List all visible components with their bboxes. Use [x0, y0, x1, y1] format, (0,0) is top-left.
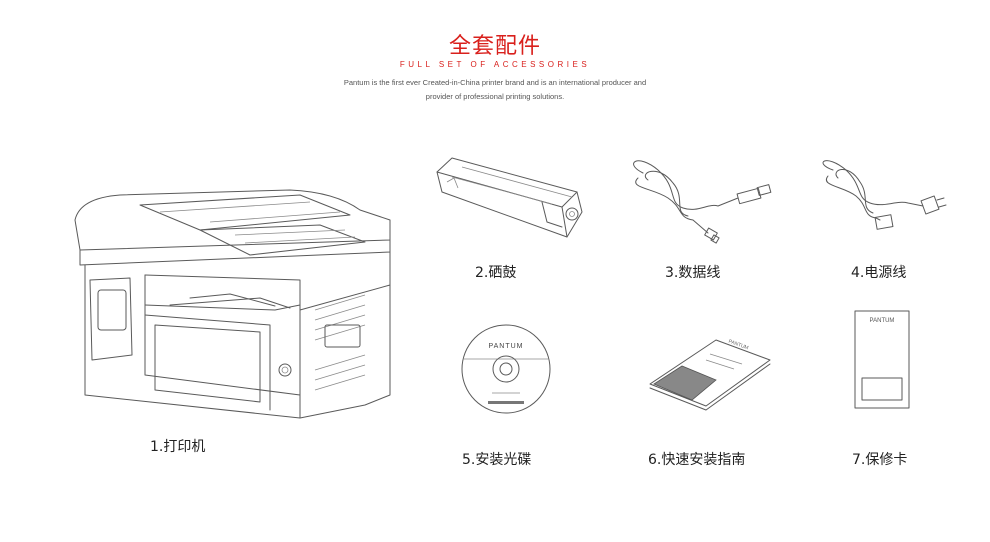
description-line-1: Pantum is the first ever Created-in-Chin…: [343, 78, 647, 87]
item-label-warranty-card: 7.保修卡: [852, 452, 908, 468]
item-label-toner: 2.硒鼓: [475, 265, 517, 281]
power-cord-icon: [818, 158, 948, 238]
page-description: Pantum is the first ever Created-in-Chin…: [0, 76, 990, 104]
cd-brand-text: PANTUM: [488, 343, 524, 350]
toner-cartridge-icon: [432, 152, 592, 247]
item-label-printer: 1.打印机: [150, 439, 206, 455]
quick-guide-icon: PANTUM: [646, 332, 774, 412]
usb-cable-icon: [628, 158, 778, 248]
item-label-cd: 5.安装光碟: [462, 452, 532, 468]
description-line-2: provider of professional printing soluti…: [425, 92, 565, 101]
card-brand-text: PANTUM: [869, 318, 895, 324]
item-label-usb-cable: 3.数据线: [665, 265, 721, 281]
page-subtitle: FULL SET OF ACCESSORIES: [399, 60, 591, 69]
item-label-quick-guide: 6.快速安装指南: [648, 452, 746, 468]
item-label-power-cord: 4.电源线: [851, 265, 907, 281]
cd-icon: PANTUM: [460, 323, 552, 415]
page-title: 全套配件: [448, 34, 541, 59]
warranty-card-icon: PANTUM: [854, 310, 910, 410]
printer-icon: [60, 180, 400, 425]
